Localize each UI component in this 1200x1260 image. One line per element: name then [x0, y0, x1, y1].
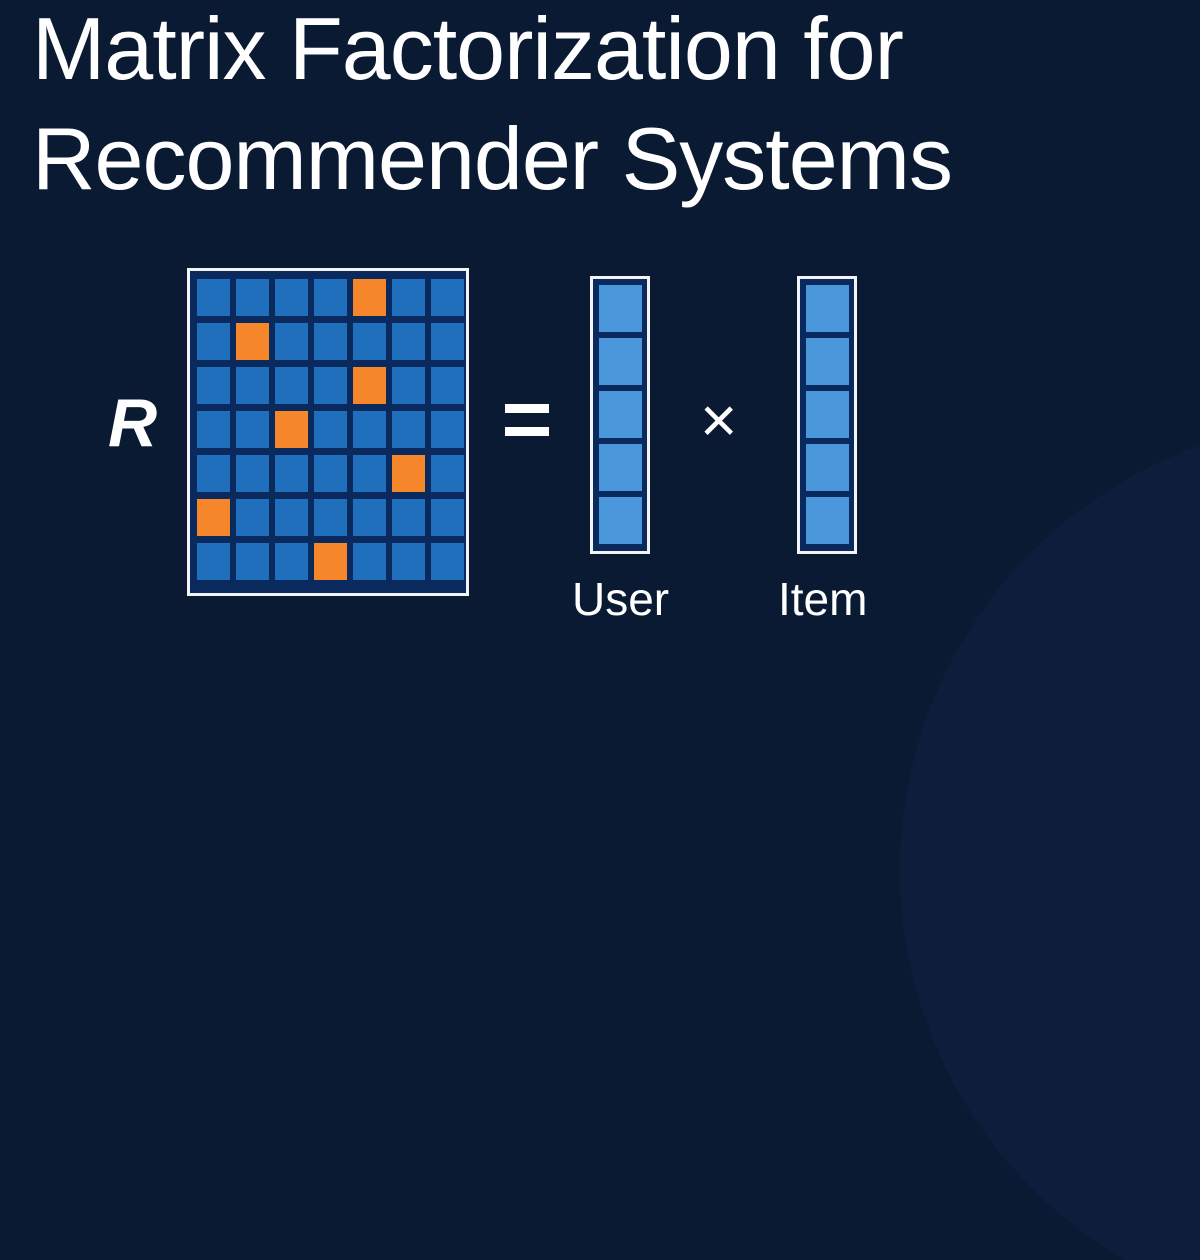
matrix-cell-observed — [314, 543, 347, 580]
matrix-cell — [275, 323, 308, 360]
user-vector — [590, 276, 650, 554]
matrix-cell-observed — [275, 411, 308, 448]
matrix-cell-observed — [236, 323, 269, 360]
matrix-cell — [314, 323, 347, 360]
title-line-1: Matrix Factorization for — [32, 0, 904, 98]
user-vector-cell — [599, 338, 642, 385]
user-vector-cell — [599, 285, 642, 332]
item-vector-cell — [806, 391, 849, 438]
matrix-cell — [392, 499, 425, 536]
matrix-cell — [236, 279, 269, 316]
rating-matrix-grid — [197, 279, 464, 580]
rating-matrix — [187, 268, 469, 596]
matrix-cell — [392, 543, 425, 580]
user-vector-cell — [599, 444, 642, 491]
page-title: Matrix Factorization for Recommender Sys… — [32, 0, 953, 214]
matrix-cell — [353, 499, 386, 536]
matrix-cell — [236, 499, 269, 536]
matrix-cell — [431, 323, 464, 360]
matrix-cell — [392, 367, 425, 404]
matrix-cell — [236, 543, 269, 580]
matrix-cell — [353, 323, 386, 360]
matrix-cell — [314, 367, 347, 404]
user-vector-cell — [599, 497, 642, 544]
matrix-cell — [197, 279, 230, 316]
matrix-cell — [236, 411, 269, 448]
matrix-cell-observed — [392, 455, 425, 492]
item-vector-cell — [806, 497, 849, 544]
times-sign: × — [700, 384, 738, 456]
matrix-cell — [353, 543, 386, 580]
matrix-cell-observed — [353, 367, 386, 404]
matrix-cell — [353, 411, 386, 448]
title-line-2: Recommender Systems — [32, 109, 953, 208]
item-vector-cells — [806, 285, 849, 544]
matrix-cell — [314, 411, 347, 448]
matrix-cell — [353, 455, 386, 492]
matrix-cell — [197, 323, 230, 360]
matrix-cell — [275, 455, 308, 492]
matrix-cell — [431, 455, 464, 492]
matrix-cell — [431, 499, 464, 536]
matrix-cell — [431, 279, 464, 316]
matrix-cell — [197, 367, 230, 404]
item-vector-cell — [806, 444, 849, 491]
user-vector-cell — [599, 391, 642, 438]
matrix-cell — [314, 499, 347, 536]
matrix-cell — [431, 411, 464, 448]
matrix-cell — [197, 543, 230, 580]
matrix-cell — [314, 279, 347, 316]
matrix-cell — [236, 455, 269, 492]
matrix-cell — [392, 411, 425, 448]
matrix-cell — [275, 279, 308, 316]
user-vector-cells — [599, 285, 642, 544]
matrix-symbol-r: R — [108, 385, 158, 461]
matrix-cell — [392, 323, 425, 360]
item-vector-cell — [806, 285, 849, 332]
user-label: User — [572, 573, 670, 625]
matrix-cell — [197, 455, 230, 492]
background-curve — [900, 420, 1200, 1260]
matrix-cell — [431, 367, 464, 404]
matrix-cell — [275, 367, 308, 404]
matrix-cell — [431, 543, 464, 580]
item-vector-cell — [806, 338, 849, 385]
matrix-cell — [275, 543, 308, 580]
item-vector — [797, 276, 857, 554]
matrix-cell — [314, 455, 347, 492]
item-label: Item — [778, 573, 868, 625]
matrix-cell-observed — [197, 499, 230, 536]
matrix-cell — [197, 411, 230, 448]
matrix-cell-observed — [353, 279, 386, 316]
matrix-cell — [392, 279, 425, 316]
matrix-cell — [275, 499, 308, 536]
equals-sign — [505, 404, 549, 438]
matrix-cell — [236, 367, 269, 404]
